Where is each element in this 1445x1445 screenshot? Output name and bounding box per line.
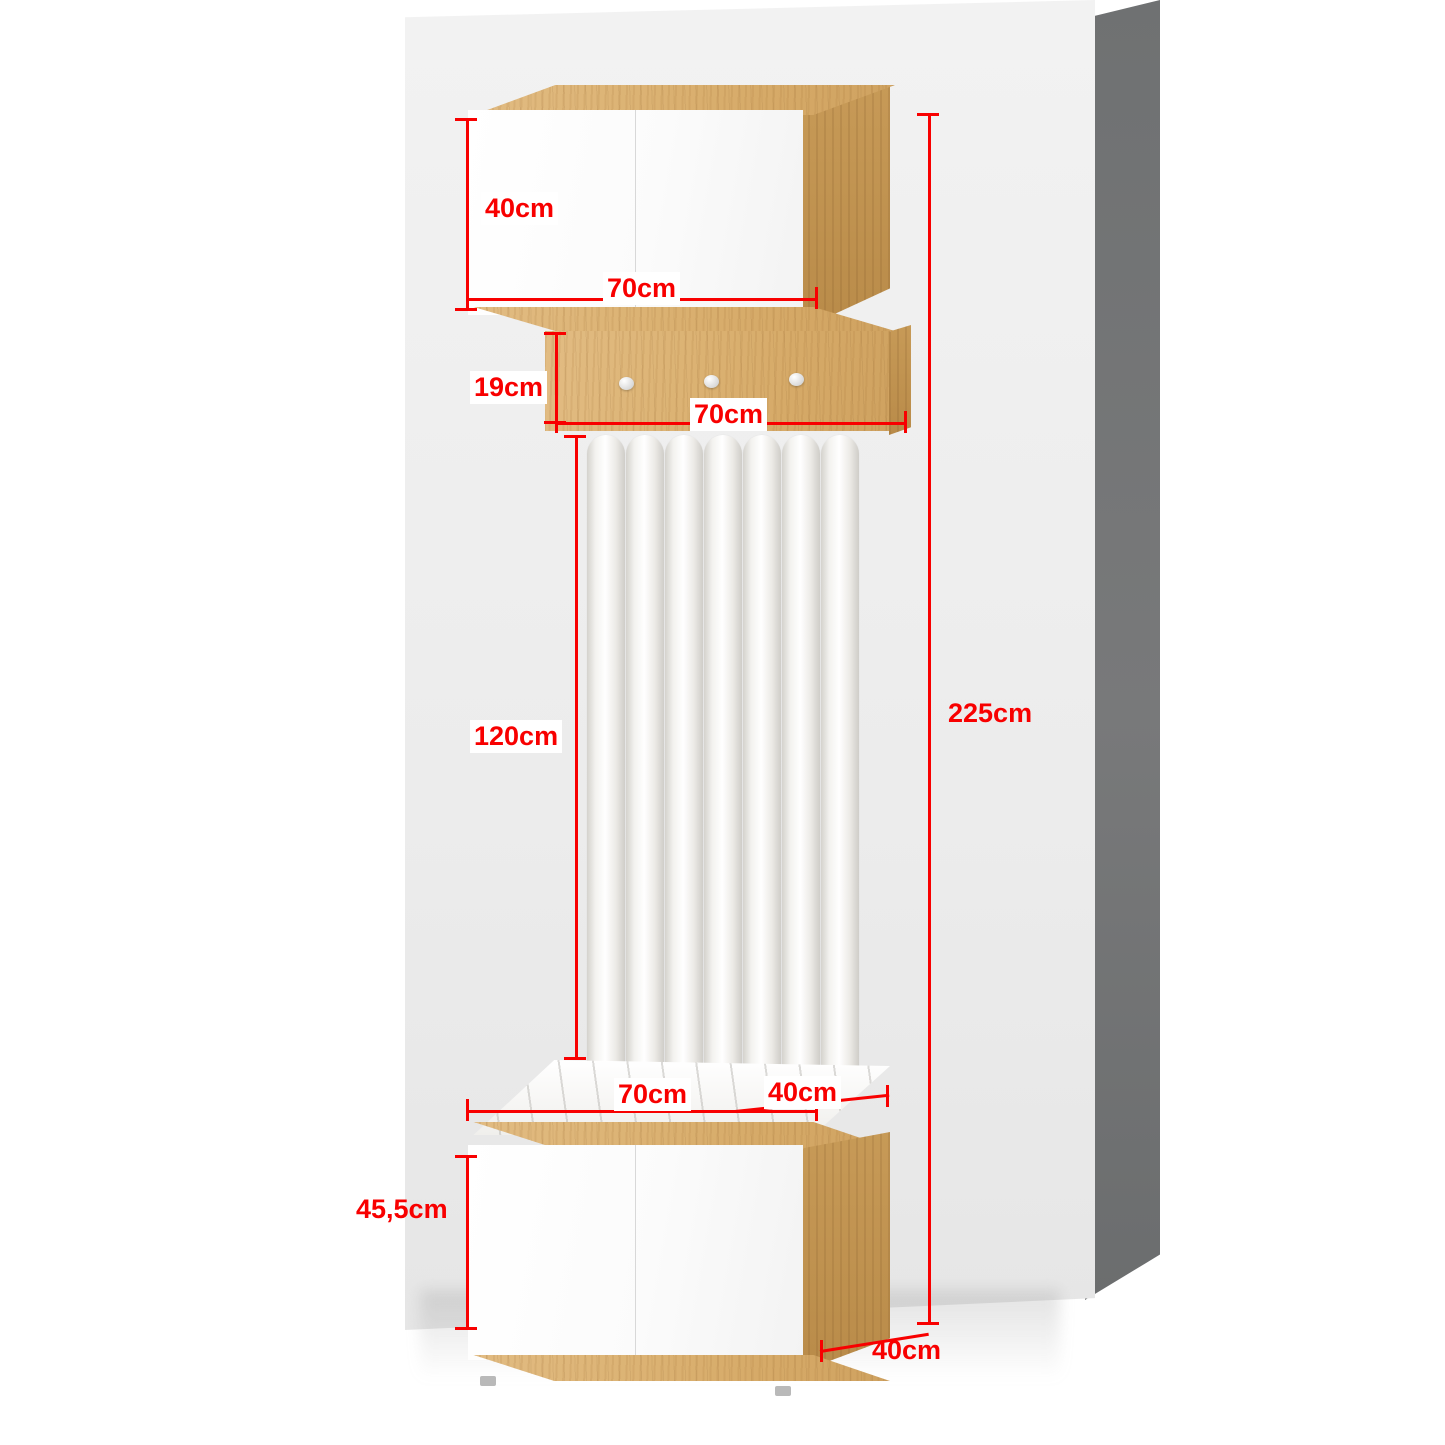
dim-cap <box>815 287 818 309</box>
panel-flute <box>743 435 781 1075</box>
dim-label-base-depth: 40cm <box>872 1335 942 1365</box>
dim-label-back-panel-height: 120cm <box>470 720 563 753</box>
dim-cap <box>917 113 939 116</box>
bench-doors <box>468 1145 803 1360</box>
panel-flute <box>821 435 859 1075</box>
panel-flute <box>782 435 820 1075</box>
wall-cabinet-door-gap <box>635 110 636 315</box>
dim-cap <box>820 1340 823 1362</box>
bench-foot <box>775 1386 791 1396</box>
dim-cap <box>555 411 558 433</box>
dim-label-total-height: 225cm <box>948 698 1033 728</box>
dim-cap <box>455 308 477 311</box>
dim-label-bench-width: 70cm <box>614 1078 692 1111</box>
wall-cabinet-side-panel <box>800 85 890 330</box>
dim-line-bench-height <box>466 1155 469 1330</box>
hook-icon <box>704 375 719 388</box>
dim-cap <box>544 332 566 335</box>
dim-cap <box>904 411 907 433</box>
bench-foot <box>480 1376 496 1386</box>
dim-label-hook-rail-width: 70cm <box>690 398 768 431</box>
dim-label-bench-depth: 40cm <box>764 1076 842 1109</box>
hook-icon <box>619 377 634 390</box>
upholstered-back-panel <box>585 435 865 1075</box>
dim-label-bench-height: 45,5cm <box>356 1194 448 1224</box>
wall-side-surface <box>1085 0 1160 1300</box>
dim-cap <box>455 118 477 121</box>
bench-top-panel <box>473 1122 890 1148</box>
dim-cap <box>564 435 586 438</box>
panel-flute <box>626 435 664 1075</box>
hook-icon <box>789 373 804 386</box>
dim-cap <box>455 1327 477 1330</box>
dim-label-top-cabinet-width: 70cm <box>603 272 681 305</box>
dim-line-bench-width <box>466 1110 818 1113</box>
dim-cap <box>886 1085 889 1107</box>
panel-flute <box>704 435 742 1075</box>
bench-door-gap <box>635 1145 636 1360</box>
dim-line-top-cabinet-height <box>466 118 469 310</box>
dim-cap <box>466 1099 469 1121</box>
wall-cabinet-bottom-panel <box>473 307 895 331</box>
dim-line-back-panel-height <box>575 435 578 1060</box>
dim-cap <box>455 1155 477 1158</box>
dim-cap <box>466 287 469 309</box>
dim-label-top-cabinet-height: 40cm <box>481 192 559 225</box>
dim-line-hook-rail-height <box>555 332 558 424</box>
panel-flute <box>665 435 703 1075</box>
panel-flute <box>587 435 625 1075</box>
dim-line-total-height <box>928 113 931 1325</box>
dim-cap <box>917 1322 939 1325</box>
bench-side-panel <box>800 1132 890 1372</box>
dim-cap <box>815 1099 818 1121</box>
dim-cap <box>564 1057 586 1060</box>
dim-label-hook-rail-height: 19cm <box>470 371 548 404</box>
hook-rail-side-panel <box>889 325 911 435</box>
